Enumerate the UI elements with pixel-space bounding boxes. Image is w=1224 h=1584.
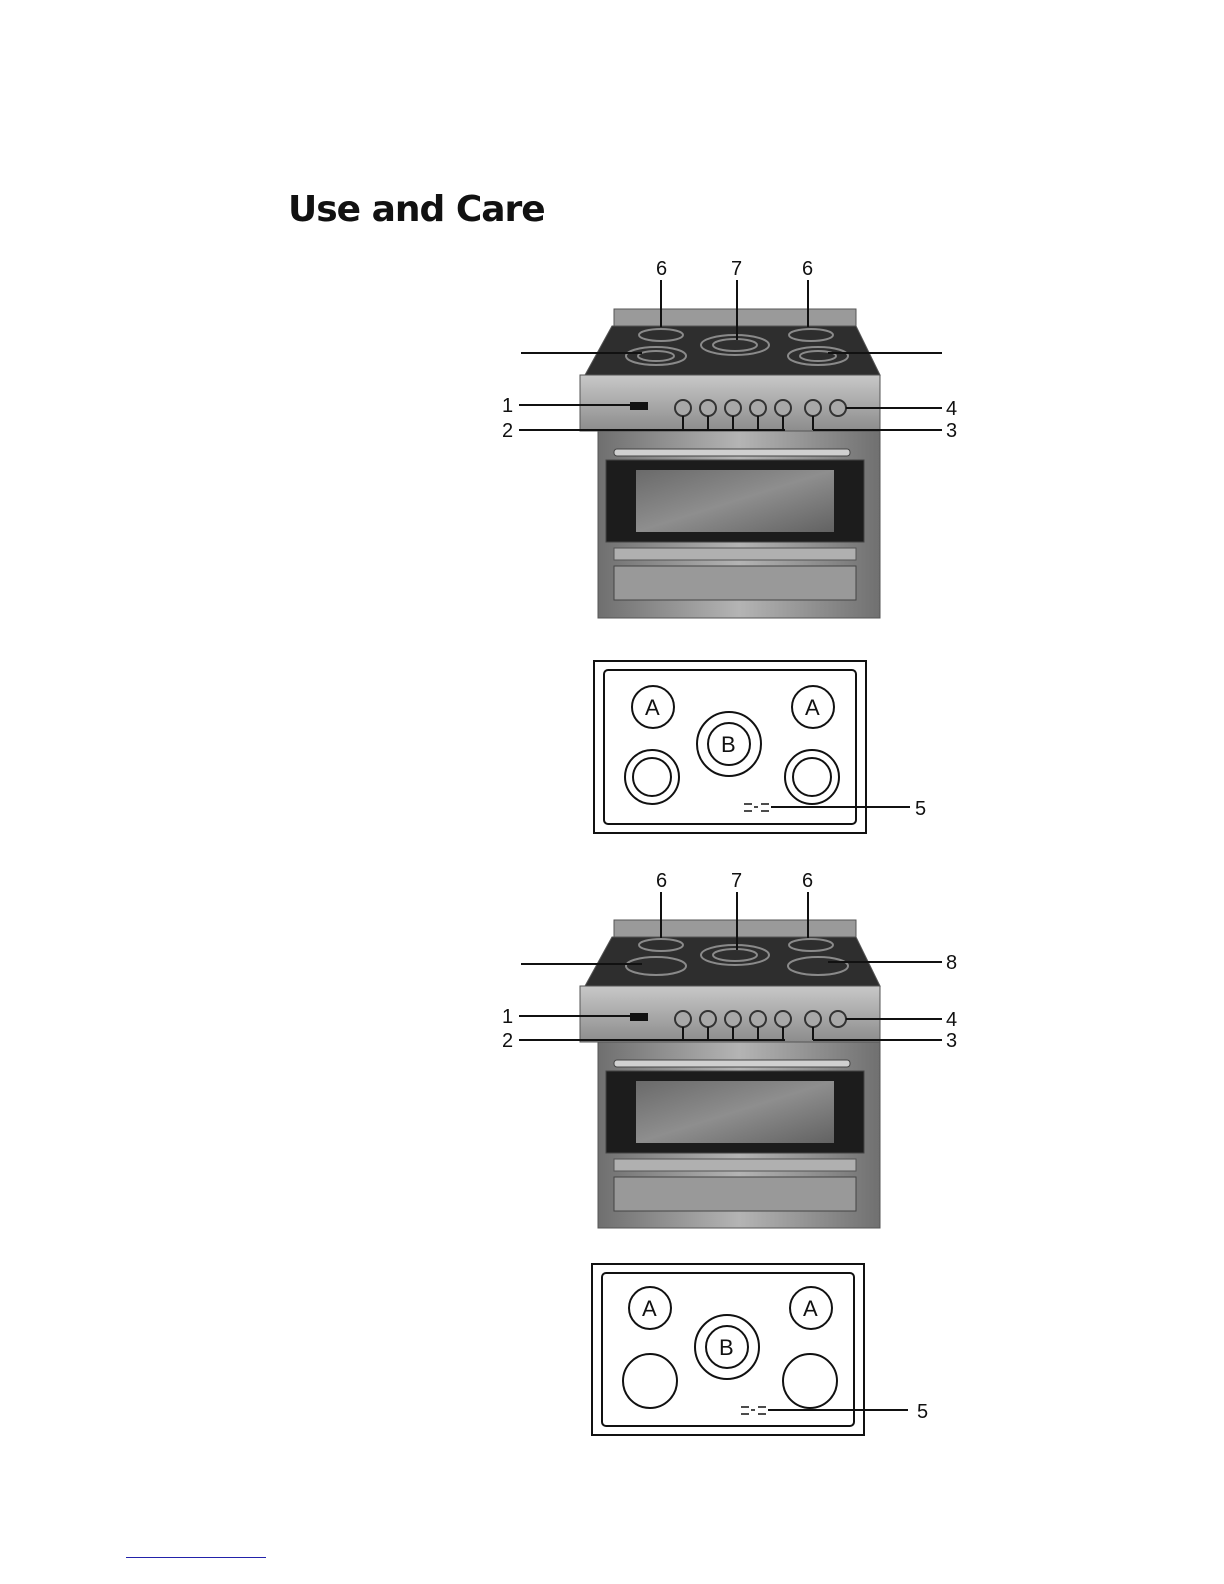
oven-handle xyxy=(614,449,850,456)
zone-front-left xyxy=(625,750,679,804)
zone-a-left-label: A xyxy=(642,1296,657,1321)
cooktop-zone-diagram-top: A A B 5 xyxy=(0,655,1224,840)
zone-b-label: B xyxy=(721,732,736,757)
zone-front-right xyxy=(783,1354,837,1408)
callout-1: 1 xyxy=(502,395,513,417)
callout-8: 8 xyxy=(946,952,957,974)
callout-7: 7 xyxy=(731,870,742,892)
zone-a-right-label: A xyxy=(803,1296,818,1321)
callout-6-right: 6 xyxy=(802,870,813,892)
callout-7: 7 xyxy=(731,258,742,280)
storage-drawer xyxy=(614,566,856,600)
storage-drawer xyxy=(614,1177,856,1211)
callout-6-right: 6 xyxy=(802,258,813,280)
zone-front-left xyxy=(623,1354,677,1408)
callout-2: 2 xyxy=(502,1030,513,1052)
clock-display xyxy=(630,1013,648,1021)
zone-a-right-label: A xyxy=(805,695,820,720)
page-title: Use and Care xyxy=(288,186,545,234)
callout-5: 5 xyxy=(915,798,926,820)
range-photo xyxy=(580,920,880,1228)
residual-heat-indicator xyxy=(744,804,769,811)
footer-rule xyxy=(126,1557,266,1558)
range-figure-top: 6 7 6 1 2 4 3 xyxy=(0,250,1224,630)
residual-heat-indicator xyxy=(741,1407,766,1414)
zone-b-label: B xyxy=(719,1335,734,1360)
zone-a-left-label: A xyxy=(645,695,660,720)
range-figure-bottom: 6 7 6 8 1 2 4 3 xyxy=(0,862,1224,1232)
range-photo xyxy=(580,309,880,618)
callout-2: 2 xyxy=(502,420,513,442)
callout-6-left: 6 xyxy=(656,870,667,892)
callout-3: 3 xyxy=(946,420,957,442)
callout-1: 1 xyxy=(502,1006,513,1028)
callout-4: 4 xyxy=(946,1009,957,1031)
zone-front-right xyxy=(785,750,839,804)
oven-handle xyxy=(614,1060,850,1067)
callout-3: 3 xyxy=(946,1030,957,1052)
callout-5: 5 xyxy=(917,1401,928,1423)
callout-6-left: 6 xyxy=(656,258,667,280)
callout-4: 4 xyxy=(946,398,957,420)
clock-display xyxy=(630,402,648,410)
cooktop-zone-diagram-bottom: A A B 5 xyxy=(0,1258,1224,1443)
